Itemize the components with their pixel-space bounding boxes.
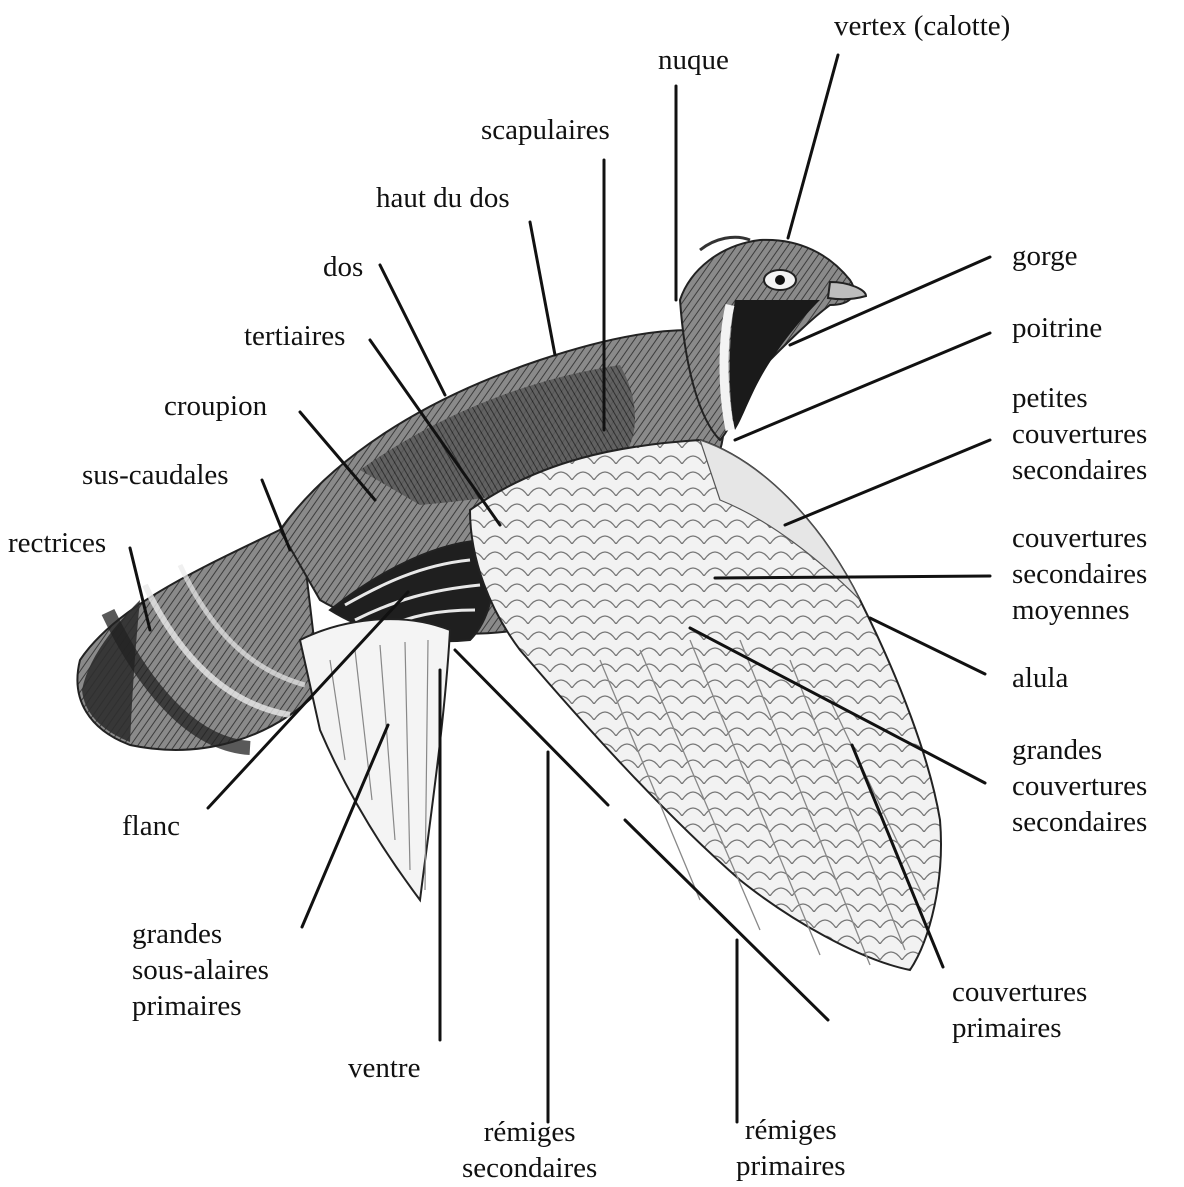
lower-wing xyxy=(300,619,450,900)
label-remiges-primaires: rémiges primaires xyxy=(736,1112,846,1184)
label-grandes-couvertures-secondaires: grandes couvertures secondaires xyxy=(1012,732,1147,840)
label-alula: alula xyxy=(1012,660,1068,696)
label-vertex: vertex (calotte) xyxy=(834,8,1010,44)
label-flanc: flanc xyxy=(122,808,180,844)
label-couvertures-secondaires-moyennes: couvertures secondaires moyennes xyxy=(1012,520,1147,628)
label-tertiaires: tertiaires xyxy=(244,318,345,354)
label-haut-du-dos: haut du dos xyxy=(376,180,510,216)
label-rectrices: rectrices xyxy=(8,525,106,561)
label-remiges-secondaires: rémiges secondaires xyxy=(462,1114,597,1186)
label-petites-couvertures-secondaires: petites couvertures secondaires xyxy=(1012,380,1147,488)
tail xyxy=(77,520,320,750)
label-nuque: nuque xyxy=(658,42,729,78)
label-scapulaires: scapulaires xyxy=(481,112,610,148)
label-ventre: ventre xyxy=(348,1050,420,1086)
label-sus-caudales: sus-caudales xyxy=(82,457,229,493)
label-dos: dos xyxy=(323,249,363,285)
label-croupion: croupion xyxy=(164,388,267,424)
label-gorge: gorge xyxy=(1012,238,1078,274)
head xyxy=(680,237,866,440)
label-couvertures-primaires: couvertures primaires xyxy=(952,974,1087,1046)
label-poitrine: poitrine xyxy=(1012,310,1102,346)
label-grandes-sous-alaires-primaires: grandes sous-alaires primaires xyxy=(132,916,269,1024)
main-wing xyxy=(470,440,941,970)
